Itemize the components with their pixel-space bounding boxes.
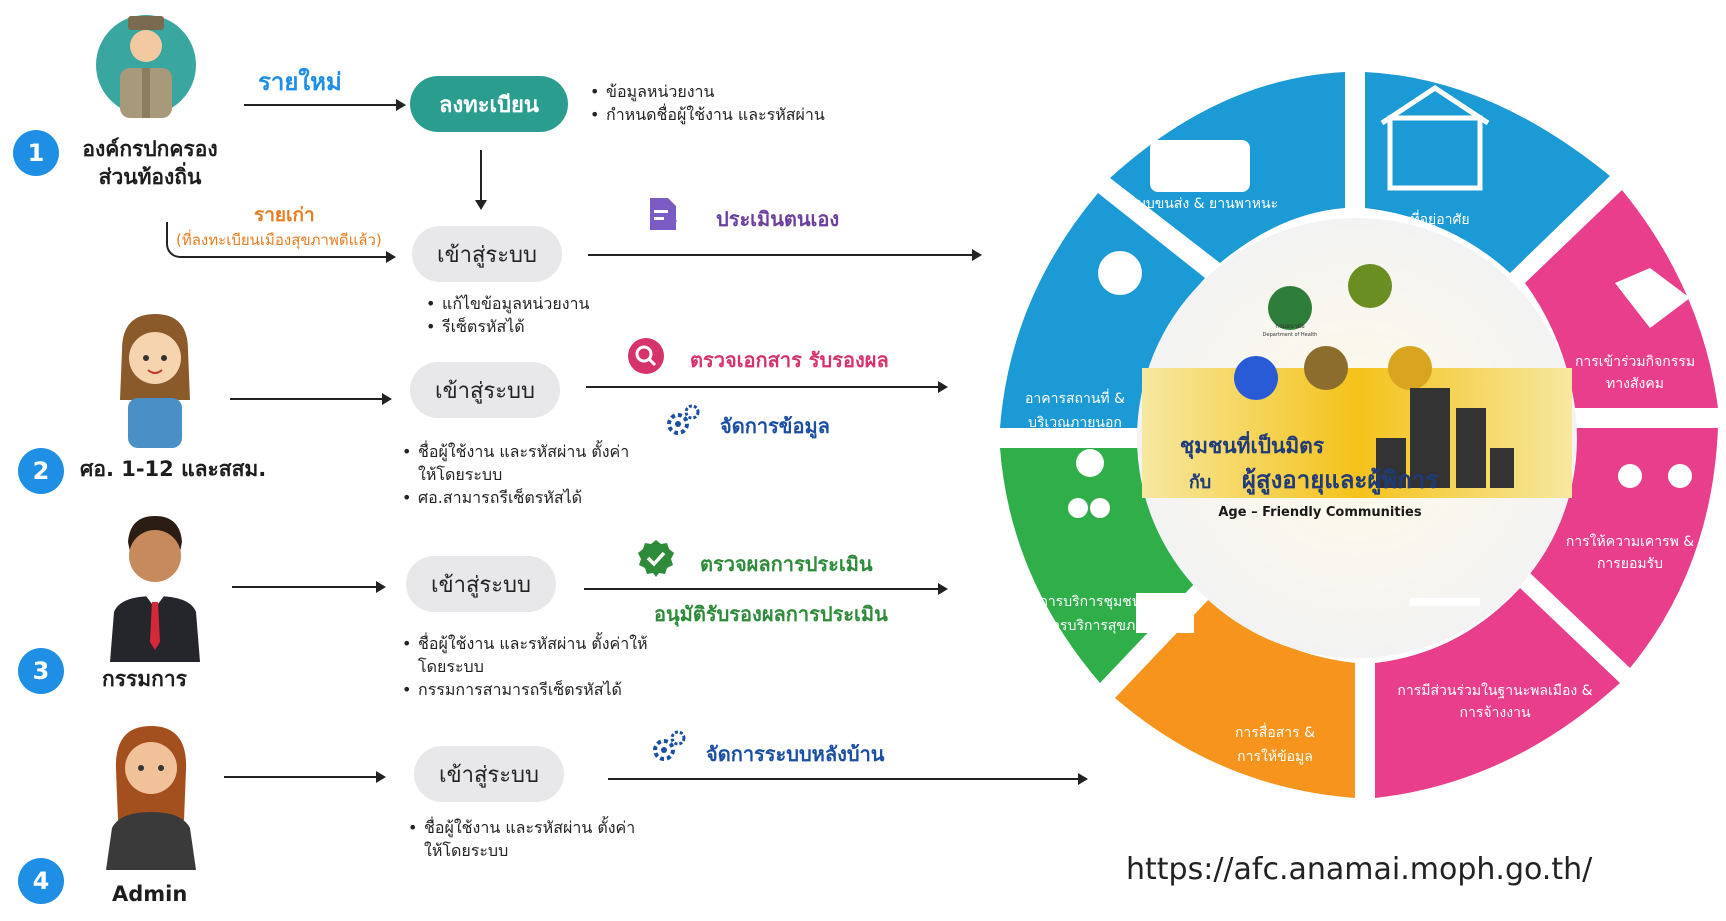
segment-social: [1525, 190, 1718, 408]
login2-bullets: ชื่อผู้ใช้งาน และรหัสผ่าน ตั้งค่าให้โดยร…: [400, 440, 640, 510]
step-badge-1: 1: [13, 130, 59, 176]
actor-3-name: กรรมการ: [102, 667, 187, 691]
segment-respect-label-2: การยอมรับ: [1597, 556, 1663, 572]
login4-bullets: ชื่อผู้ใช้งาน และรหัสผ่าน ตั้งค่าให้โดยร…: [406, 816, 646, 862]
arrow-register-to-login: [480, 150, 482, 202]
segment-health-label-1: การบริการชุมชน &: [1039, 594, 1156, 610]
login4-bullet-1: ชื่อผู้ใช้งาน และรหัสผ่าน ตั้งค่าให้โดยร…: [406, 816, 646, 862]
arrow-old-to-login: [180, 251, 396, 263]
segment-respect-label-1: การให้ความเคารพ &: [1566, 533, 1694, 550]
segment-transport-label: ระบบขนส่ง & ยานพาหนะ: [1122, 196, 1278, 212]
login1-bullets: แก้ไขข้อมูลหน่วยงาน รีเซ็ตรหัสได้: [424, 292, 674, 339]
old-user-label: รายเก่า: [254, 204, 315, 226]
step-badge-4: 4: [18, 858, 64, 904]
segment-social-label-1: การเข้าร่วมกิจกรรม: [1575, 354, 1695, 370]
actor-1-name: องค์กรปกครอง ส่วนท้องถิ่น: [70, 135, 230, 192]
segment-social-label-2: ทางสังคม: [1606, 376, 1664, 392]
segment-comm: [1115, 598, 1355, 798]
arrow-login1-out: [588, 249, 982, 261]
segment-comm-label-2: การให้ข้อมูล: [1237, 748, 1313, 765]
actor-4-avatar: [96, 720, 206, 870]
login2-bullet-1: ชื่อผู้ใช้งาน และรหัสผ่าน ตั้งค่าให้โดยร…: [400, 440, 640, 486]
action-check-results: ตรวจผลการประเมิน: [700, 552, 873, 576]
actor-2-avatar: [110, 310, 200, 450]
segment-civic: [1375, 588, 1620, 798]
register-button[interactable]: ลงทะเบียน: [410, 76, 568, 132]
arrow-actor4-to-login: [224, 771, 386, 783]
site-url[interactable]: https://afc.anamai.moph.go.th/: [1126, 852, 1593, 887]
gears-icon-2: [650, 728, 688, 768]
login-button-2[interactable]: เข้าสู่ระบบ: [410, 362, 560, 418]
segment-housing-label: ที่อยู่อาศัย: [1410, 210, 1469, 228]
login3-bullets: ชื่อผู้ใช้งาน และรหัสผ่าน ตั้งค่าให้โดยร…: [400, 632, 660, 702]
search-icon: [628, 338, 664, 378]
action-backend: จัดการระบบหลังบ้าน: [706, 742, 885, 766]
old-user-curve: [166, 222, 184, 258]
segment-health-label-2: การบริการสุขภาพ: [1044, 618, 1153, 634]
login-button-1[interactable]: เข้าสู่ระบบ: [412, 226, 562, 282]
login2-bullet-2: ศอ.สามารถรีเซ็ตรหัสได้: [400, 486, 640, 509]
segment-outdoor-label-2: บริเวณภายนอก: [1028, 415, 1122, 431]
arrow-register-to-login-head: [475, 200, 487, 210]
action-self-assess: ประเมินตนเอง: [716, 207, 840, 231]
segment-civic-label-2: การจ้างงาน: [1459, 705, 1530, 721]
segment-civic-label-1: การมีส่วนร่วมในฐานะพลเมือง &: [1397, 682, 1592, 699]
arrow-new-to-register: [244, 99, 406, 111]
login3-bullet-1: ชื่อผู้ใช้งาน และรหัสผ่าน ตั้งค่าให้โดยร…: [400, 632, 660, 678]
actor-3-avatar: [100, 512, 210, 662]
login3-bullet-2: กรรมการสามารถรีเซ็ตรหัสได้: [400, 678, 660, 701]
doc-check-icon: [648, 196, 678, 236]
login1-bullet-1: แก้ไขข้อมูลหน่วยงาน: [424, 292, 674, 315]
actor-1-name-line1: องค์กรปกครอง: [82, 137, 218, 161]
center-sub-prefix: กับ: [1189, 472, 1211, 493]
segment-comm-label-1: การสื่อสาร &: [1235, 723, 1315, 741]
actor-2-name: ศอ. 1-12 และสสม.: [80, 457, 267, 481]
step-badge-3: 3: [18, 648, 64, 694]
new-user-label: รายใหม่: [258, 68, 342, 96]
actor-1-name-line2: ส่วนท้องถิ่น: [98, 165, 202, 190]
arrow-login4-out: [608, 773, 1088, 785]
action-review-docs: ตรวจเอกสาร รับรองผล: [690, 348, 889, 372]
arrow-actor2-to-login: [230, 393, 392, 405]
actor-4-name: Admin: [112, 882, 188, 906]
old-user-note: (ที่ลงทะเบียนเมืองสุขภาพดีแล้ว): [176, 231, 382, 249]
age-friendly-wheel: ระบบขนส่ง & ยานพาหนะ ที่อยู่อาศัย การเข้…: [989, 68, 1725, 808]
center-subtitle: ผู้สูงอายุและผู้พิการ: [1242, 466, 1438, 496]
register-bullet-1: ข้อมูลหน่วยงาน: [588, 80, 918, 103]
center-english: Age – Friendly Communities: [1218, 505, 1422, 520]
login1-bullet-2: รีเซ็ตรหัสได้: [424, 315, 674, 338]
logo-small-en: Department of Health: [1263, 332, 1318, 338]
register-bullet-2: กำหนดชื่อผู้ใช้งาน และรหัสผ่าน: [588, 103, 918, 126]
arrow-actor3-to-login: [232, 581, 386, 593]
actor-1-avatar: [96, 10, 196, 120]
register-bullets: ข้อมูลหน่วยงาน กำหนดชื่อผู้ใช้งาน และรหั…: [588, 80, 918, 127]
logo-small-text: กรมอนามัย: [1275, 323, 1304, 330]
gears-icon-1: [664, 402, 702, 442]
step-badge-2: 2: [18, 448, 64, 494]
login-button-4[interactable]: เข้าสู่ระบบ: [414, 746, 564, 802]
arrow-login2-out: [586, 381, 948, 393]
action-approve: อนุมัติรับรองผลการประเมิน: [654, 602, 888, 626]
login-button-3[interactable]: เข้าสู่ระบบ: [406, 556, 556, 612]
center-title: ชุมชนที่เป็นมิตร: [1180, 430, 1325, 460]
segment-outdoor-label-1: อาคารสถานที่ &: [1025, 389, 1125, 407]
badge-check-icon: [636, 538, 676, 582]
segment-outdoor: [1000, 193, 1205, 428]
arrow-login3-out: [584, 583, 948, 595]
segment-housing: [1365, 72, 1610, 273]
segment-respect: [1530, 428, 1718, 668]
action-manage-data: จัดการข้อมูล: [720, 414, 830, 438]
